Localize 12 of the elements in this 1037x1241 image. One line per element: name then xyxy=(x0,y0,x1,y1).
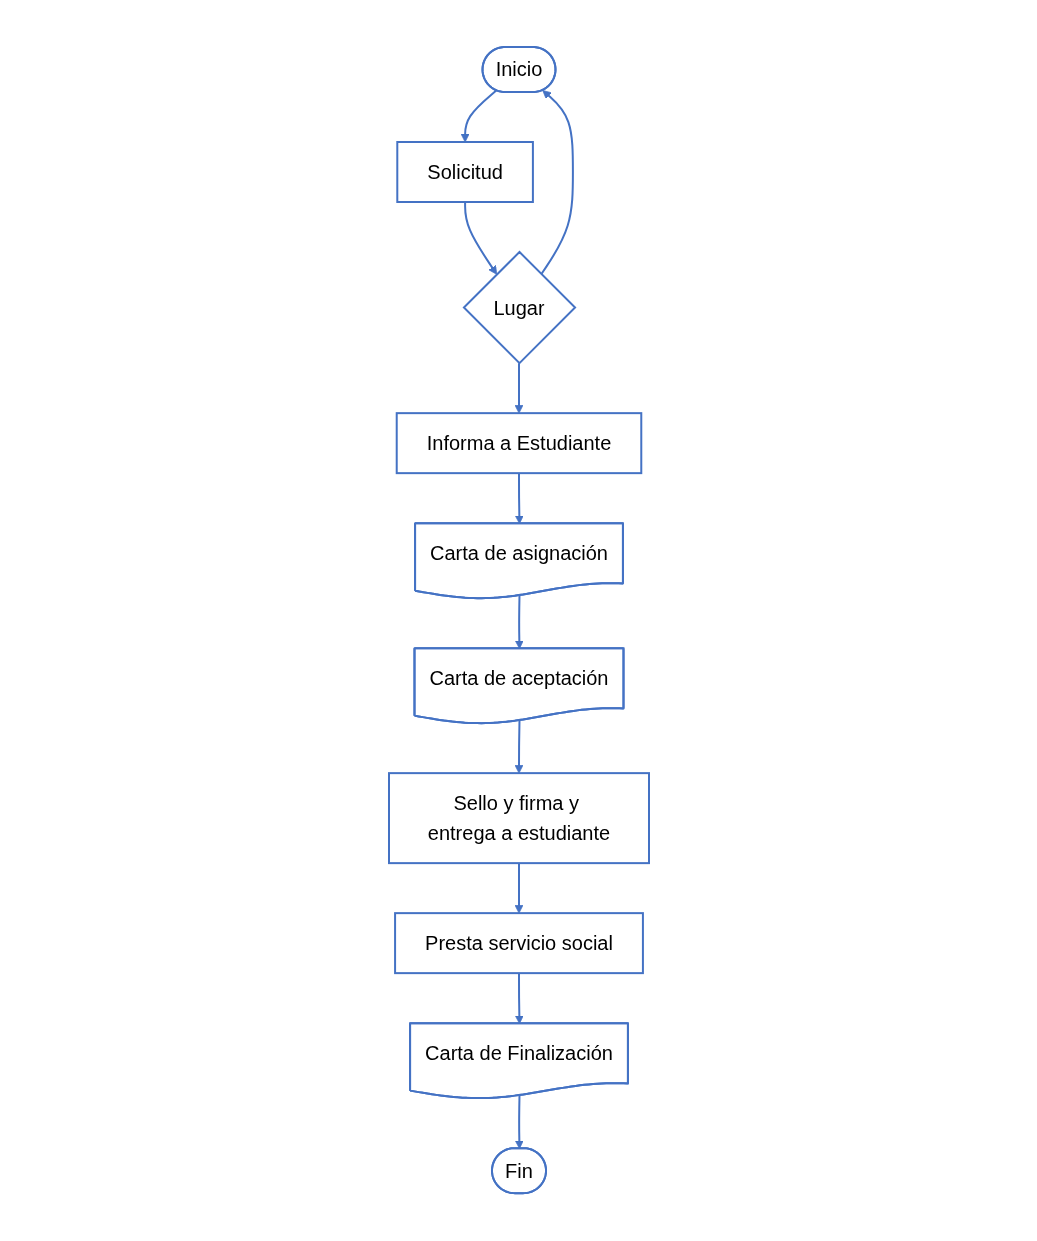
arrow xyxy=(514,862,523,914)
arrow xyxy=(460,89,497,143)
arrow xyxy=(539,90,574,276)
node-box: Sello y firma y entrega a estudiante xyxy=(387,772,650,865)
node-box: Solicitud xyxy=(395,141,534,204)
node-box: Presta servicio social xyxy=(393,912,644,975)
arrow xyxy=(514,720,523,774)
arrow xyxy=(514,362,523,414)
arrow xyxy=(514,1095,524,1150)
node-box: Informa a Estudiante xyxy=(395,412,642,475)
node-diamond: Lugar xyxy=(462,251,576,365)
arrow xyxy=(463,201,497,276)
